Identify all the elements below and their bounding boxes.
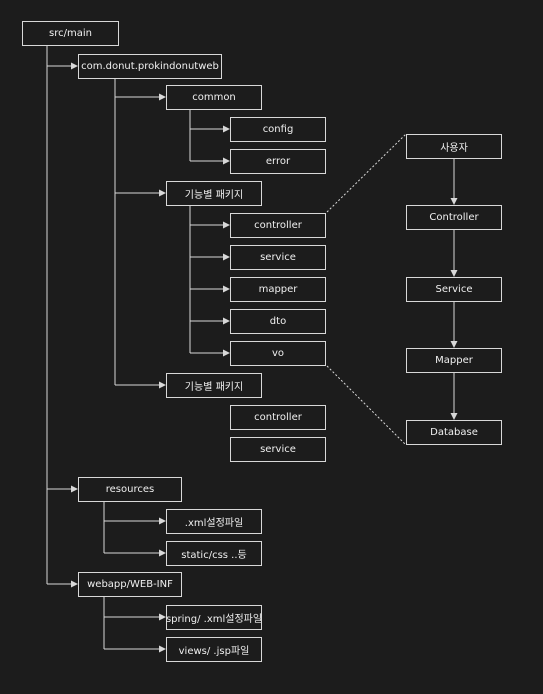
flow-service-label: Service — [435, 284, 473, 295]
vo-label-1: vo — [271, 348, 285, 359]
spring-xml-label: spring/ .xml설정파일 — [165, 614, 263, 625]
flow-service-node: Service — [406, 277, 502, 302]
flow-controller-node: Controller — [406, 205, 502, 230]
dto-label-1: dto — [269, 316, 287, 327]
flow-mapper-label: Mapper — [435, 355, 473, 366]
xml-settings-node: .xml설정파일 — [166, 509, 262, 534]
static-css-node: static/css ..등 — [166, 541, 262, 566]
views-jsp-node: views/ .jsp파일 — [166, 637, 262, 662]
controller-node-1: controller — [230, 213, 326, 238]
service-label-2: service — [260, 444, 296, 455]
flow-controller-label: Controller — [429, 212, 479, 223]
flow-database-label: Database — [430, 427, 478, 438]
service-label-1: service — [260, 252, 296, 263]
resources-node: resources — [78, 477, 182, 502]
common-node: common — [166, 85, 262, 110]
service-node-1: service — [230, 245, 326, 270]
error-label: error — [265, 156, 291, 167]
controller-label-2: controller — [254, 412, 302, 423]
views-jsp-label: views/ .jsp파일 — [178, 646, 250, 657]
feature-package-label-2: 기능별 패키지 — [184, 382, 244, 393]
xml-settings-label: .xml설정파일 — [184, 518, 244, 529]
config-node: config — [230, 117, 326, 142]
package-label: com.donut.prokindonutweb — [81, 61, 219, 72]
mapper-label-1: mapper — [258, 284, 298, 295]
common-label: common — [192, 92, 236, 103]
controller-node-2: controller — [230, 405, 326, 430]
feature-package-node-1: 기능별 패키지 — [166, 181, 262, 206]
flow-user-label: 사용자 — [440, 143, 468, 154]
error-node: error — [230, 149, 326, 174]
feature-package-label-1: 기능별 패키지 — [184, 190, 244, 201]
resources-label: resources — [105, 484, 155, 495]
mapper-node-1: mapper — [230, 277, 326, 302]
package-node: com.donut.prokindonutweb — [78, 54, 222, 79]
controller-label-1: controller — [254, 220, 302, 231]
webapp-label: webapp/WEB-INF — [87, 579, 173, 590]
flow-user-node: 사용자 — [406, 134, 502, 159]
flow-mapper-node: Mapper — [406, 348, 502, 373]
src-main-node: src/main — [22, 21, 119, 46]
spring-xml-node: spring/ .xml설정파일 — [166, 605, 262, 630]
flow-database-node: Database — [406, 420, 502, 445]
feature-package-node-2: 기능별 패키지 — [166, 373, 262, 398]
dto-node-1: dto — [230, 309, 326, 334]
vo-node-1: vo — [230, 341, 326, 366]
src-main-label: src/main — [49, 28, 92, 39]
webapp-node: webapp/WEB-INF — [78, 572, 182, 597]
config-label: config — [262, 124, 294, 135]
service-node-2: service — [230, 437, 326, 462]
static-css-label: static/css ..등 — [181, 550, 247, 561]
